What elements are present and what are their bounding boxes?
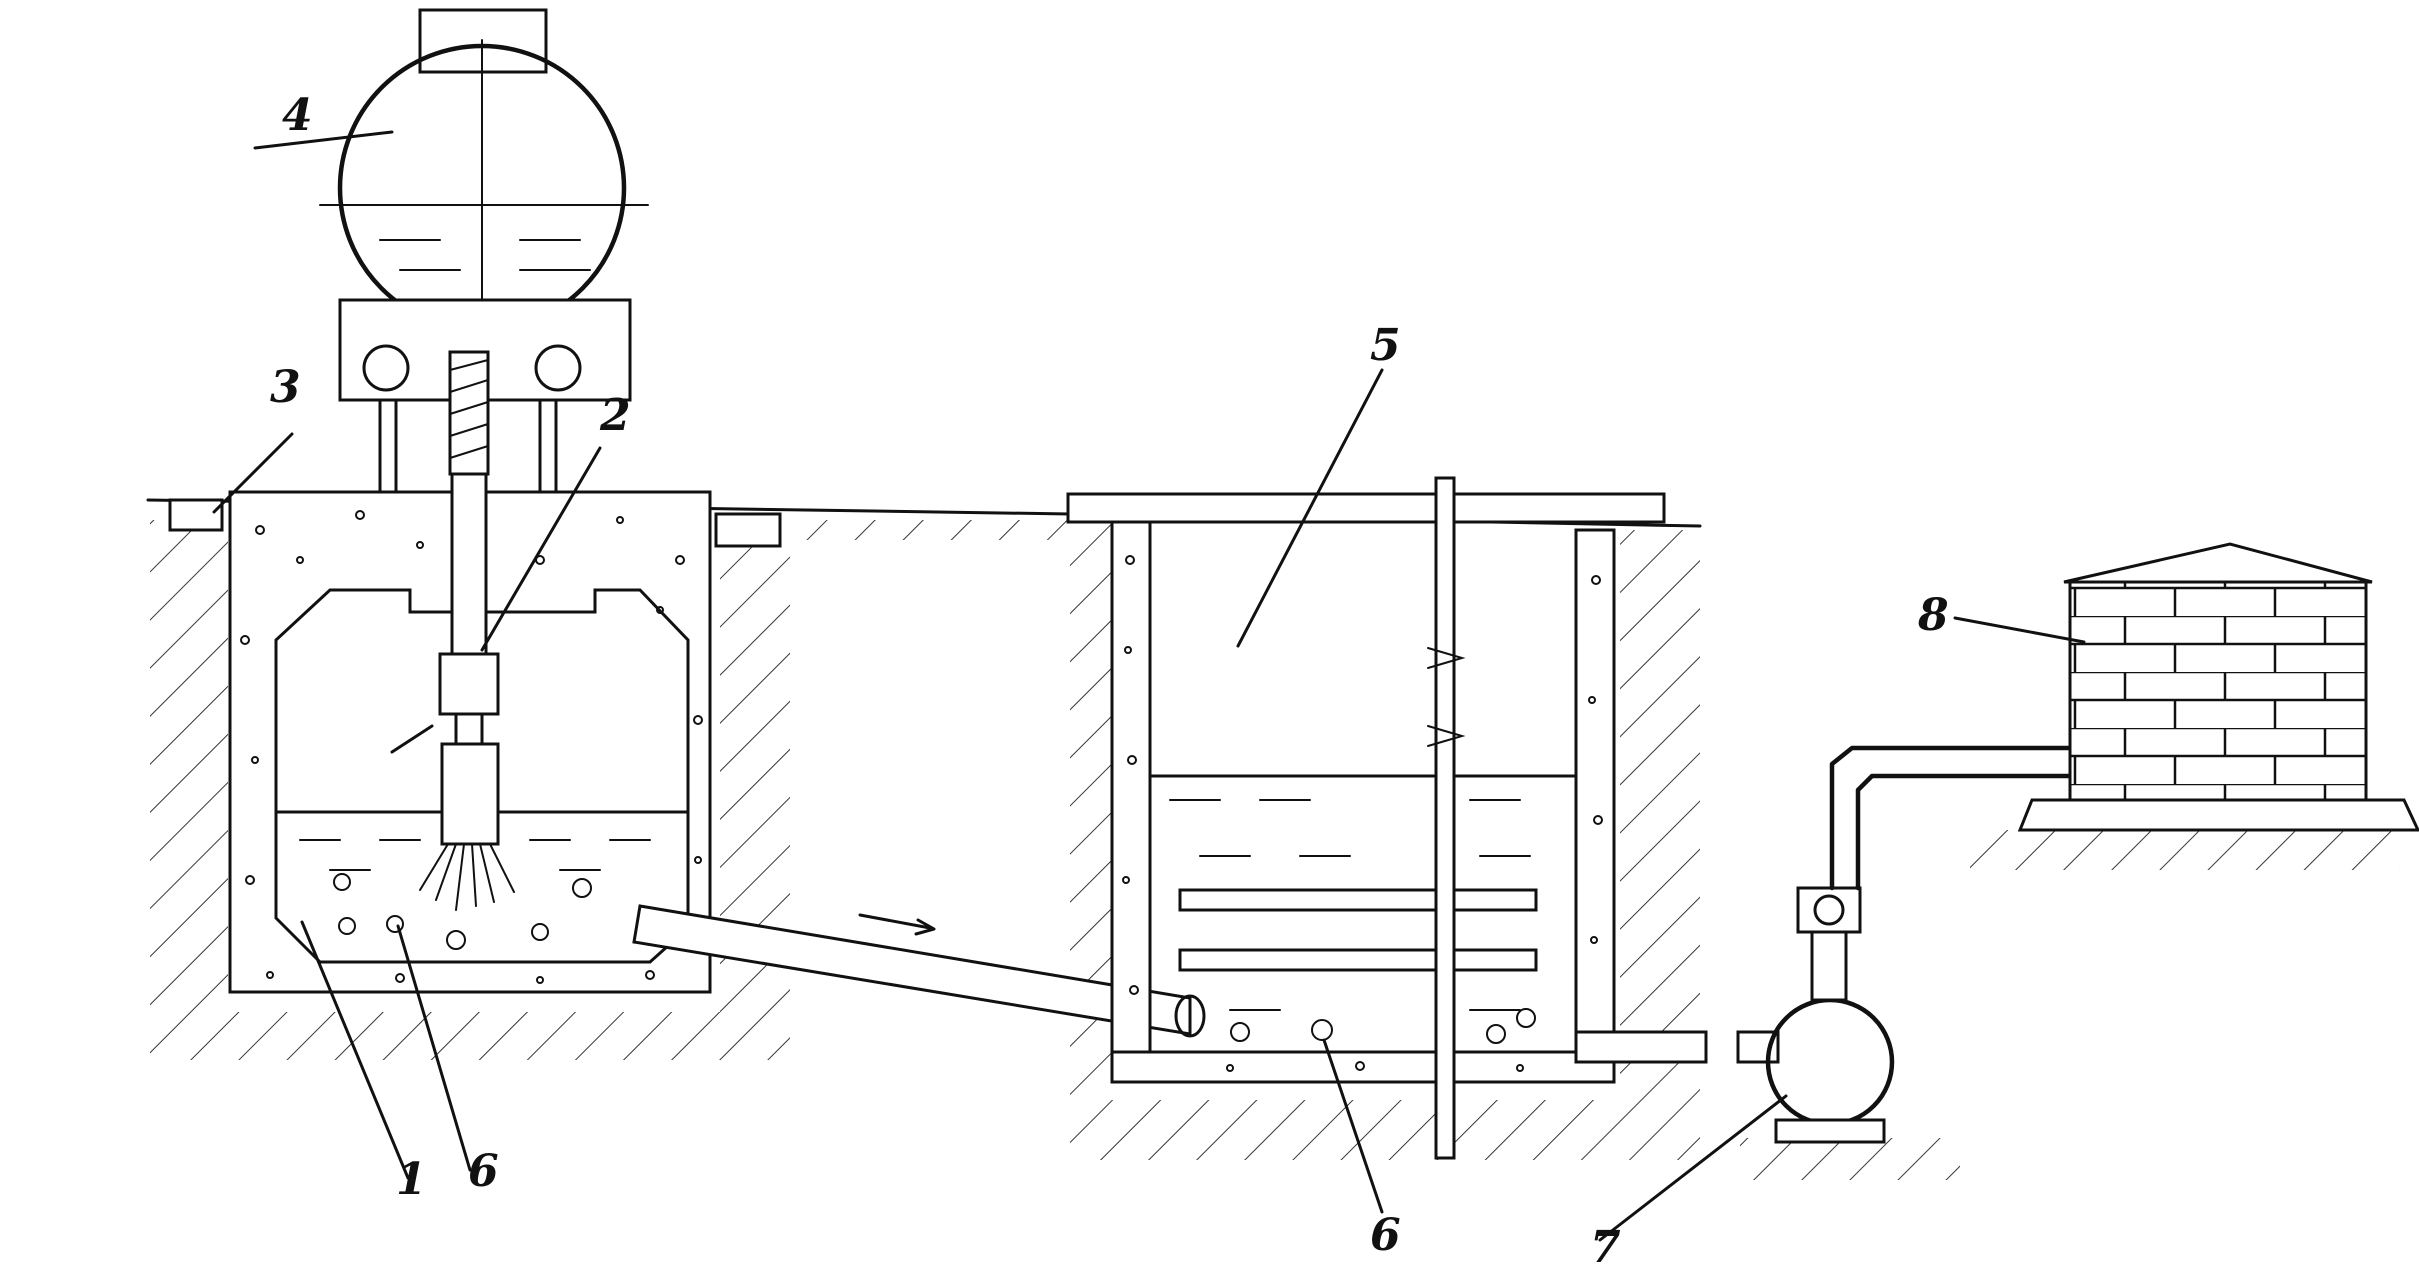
callout-2: 2 [599,390,631,441]
vacuum-tanker [319,8,649,911]
callout-5: 5 [1370,320,1401,371]
soil-hatching [150,520,2400,1180]
callout-6-left: 6 [468,1146,499,1197]
callout-7: 7 [1590,1222,1621,1270]
settling-tank-5 [1066,476,1666,1160]
callout-4: 4 [282,90,313,141]
building-8 [2017,542,2419,832]
callout-3: 3 [270,362,301,413]
callout-8: 8 [1917,590,1949,641]
callout-6-right: 6 [1370,1210,1401,1261]
leader-lines [212,130,2086,1242]
transfer-pipe [632,904,1206,1038]
callout-1: 1 [396,1154,427,1205]
pump-7 [1574,745,2083,1144]
